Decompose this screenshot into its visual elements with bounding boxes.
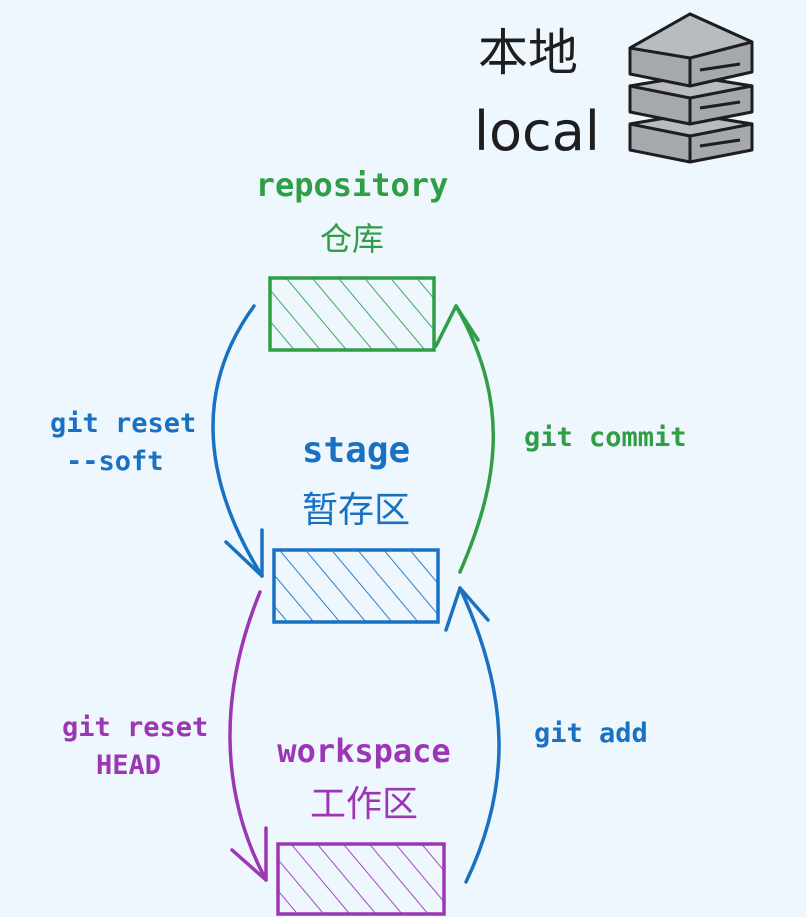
git-reset-soft-line2: --soft bbox=[66, 446, 164, 477]
workspace-box bbox=[276, 842, 446, 916]
local-title-cn: 本地 bbox=[478, 24, 578, 82]
git-commit-arrow bbox=[434, 304, 495, 574]
git-reset-soft-line1: git reset bbox=[50, 408, 196, 439]
git-add-label: git add bbox=[534, 718, 648, 749]
repository-label-en: repository bbox=[256, 166, 449, 204]
git-reset-head-line1: git reset bbox=[62, 712, 208, 743]
git-commit-label: git commit bbox=[524, 422, 687, 453]
git-reset-head-arrow bbox=[228, 590, 268, 882]
stage-label-cn: 暂存区 bbox=[302, 490, 410, 531]
server-stack-icon bbox=[628, 12, 754, 164]
stage-box bbox=[272, 548, 440, 624]
git-add-arrow bbox=[444, 586, 501, 884]
repository-box bbox=[268, 276, 436, 352]
git-reset-soft-arrow bbox=[211, 304, 264, 578]
git-reset-head-line2: HEAD bbox=[96, 750, 161, 781]
workspace-label-en: workspace bbox=[277, 732, 450, 770]
repository-label-cn: 仓库 bbox=[320, 220, 384, 258]
local-title-en: local bbox=[474, 100, 600, 163]
workspace-label-cn: 工作区 bbox=[310, 784, 418, 825]
stage-label-en: stage bbox=[302, 430, 410, 471]
